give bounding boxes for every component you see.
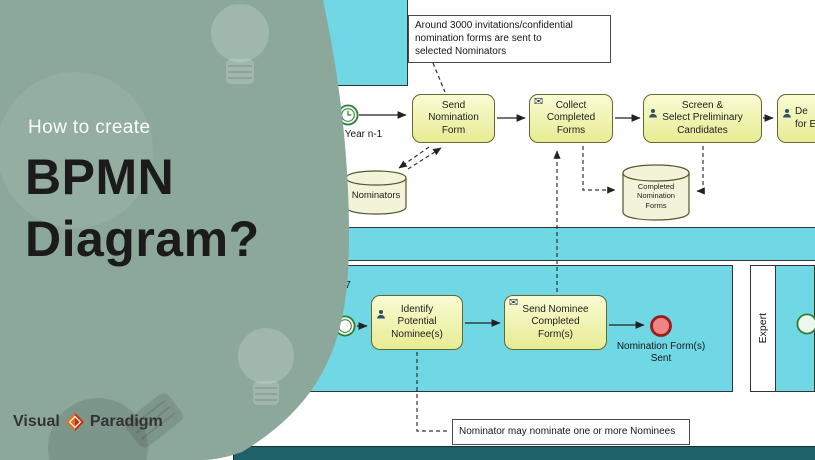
task-label: Collect Completed Forms <box>546 100 596 136</box>
task-label: Identify Potential Nominee(s) <box>391 304 443 340</box>
lightbulb-icon <box>211 4 269 84</box>
task-screen-select-candidates: Screen & Select Preliminary Candidates <box>643 94 762 143</box>
expert-lane-event <box>796 313 815 335</box>
task-send-nominee-forms: ✉ Send Nominee Completed Form(s) <box>504 295 607 350</box>
lightbulb-icon <box>238 328 294 405</box>
task-label: Send Nominee Completed Form(s) <box>522 304 589 340</box>
end-event-label: Nomination Form(s) Sent <box>616 341 706 364</box>
person-icon <box>648 97 658 121</box>
person-icon <box>782 97 792 121</box>
annotation-bottom: Nominator may nominate one or more Nomin… <box>452 419 690 445</box>
data-association <box>398 146 430 169</box>
end-event-icon <box>650 315 672 337</box>
decorative-circle <box>0 72 153 228</box>
annotation-association <box>416 352 450 432</box>
cylinder-icon <box>345 170 407 215</box>
expert-pool-name-band: Expert <box>750 265 776 392</box>
timer-start-event <box>337 104 359 126</box>
data-association <box>696 146 705 195</box>
task-collect-completed-forms: ✉ Collect Completed Forms <box>529 94 613 143</box>
datastore-label: Completed Nomination Forms <box>637 182 675 210</box>
end-event <box>649 314 673 338</box>
task-label: De for Ex <box>795 106 815 130</box>
datastore-nominators: Nominators <box>344 169 408 216</box>
event-icon <box>796 313 815 335</box>
panel-shape <box>0 0 349 460</box>
task-send-nomination-form: Send Nomination Form <box>412 94 495 143</box>
datastore-label: Nominators <box>351 190 401 201</box>
task-identify-nominees: Identify Potential Nominee(s) <box>371 295 463 350</box>
task-label: Screen & Select Preliminary Candidates <box>662 100 743 136</box>
logo-word-paradigm: Paradigm <box>89 413 163 430</box>
page-title: BPMN Diagram? <box>25 149 260 267</box>
lightbulb-dark-icon <box>48 393 183 460</box>
visual-paradigm-logo: Visual Paradigm <box>13 412 163 432</box>
annotation-top: Around 3000 invitations/confidential nom… <box>408 15 611 63</box>
datastore-completed-forms: Completed Nomination Forms <box>621 163 691 222</box>
logo-word-visual: Visual <box>13 413 60 430</box>
envelope-icon: ✉ <box>534 96 544 108</box>
start2-label: 7 <box>345 280 351 291</box>
data-association <box>582 146 616 194</box>
clock-icon <box>337 104 359 126</box>
cylinder-icon <box>622 164 690 221</box>
envelope-icon: ✉ <box>509 297 519 309</box>
annotation-association <box>432 62 446 93</box>
task-partial-right: De for Ex <box>777 94 815 143</box>
person-icon <box>376 298 386 322</box>
eyebrow-text: How to create <box>28 117 151 138</box>
task-label: Send Nomination Form <box>428 100 479 136</box>
logo-diamond-icon <box>65 412 84 432</box>
